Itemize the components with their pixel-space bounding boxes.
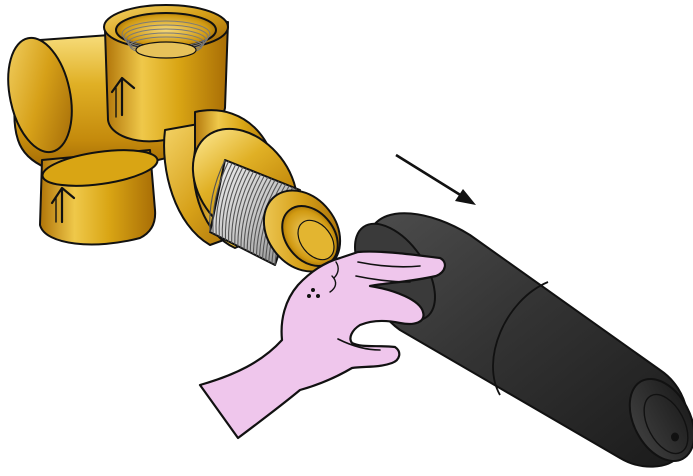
hand-outline <box>200 252 445 438</box>
hand-detail-dot <box>311 288 315 292</box>
hand <box>200 252 445 438</box>
cap-tip-hole <box>672 434 678 441</box>
hand-detail-dot <box>316 294 320 298</box>
protective-cap <box>339 210 693 472</box>
hand-detail-dot <box>307 294 311 298</box>
pull-direction-arrow-icon <box>396 155 476 205</box>
